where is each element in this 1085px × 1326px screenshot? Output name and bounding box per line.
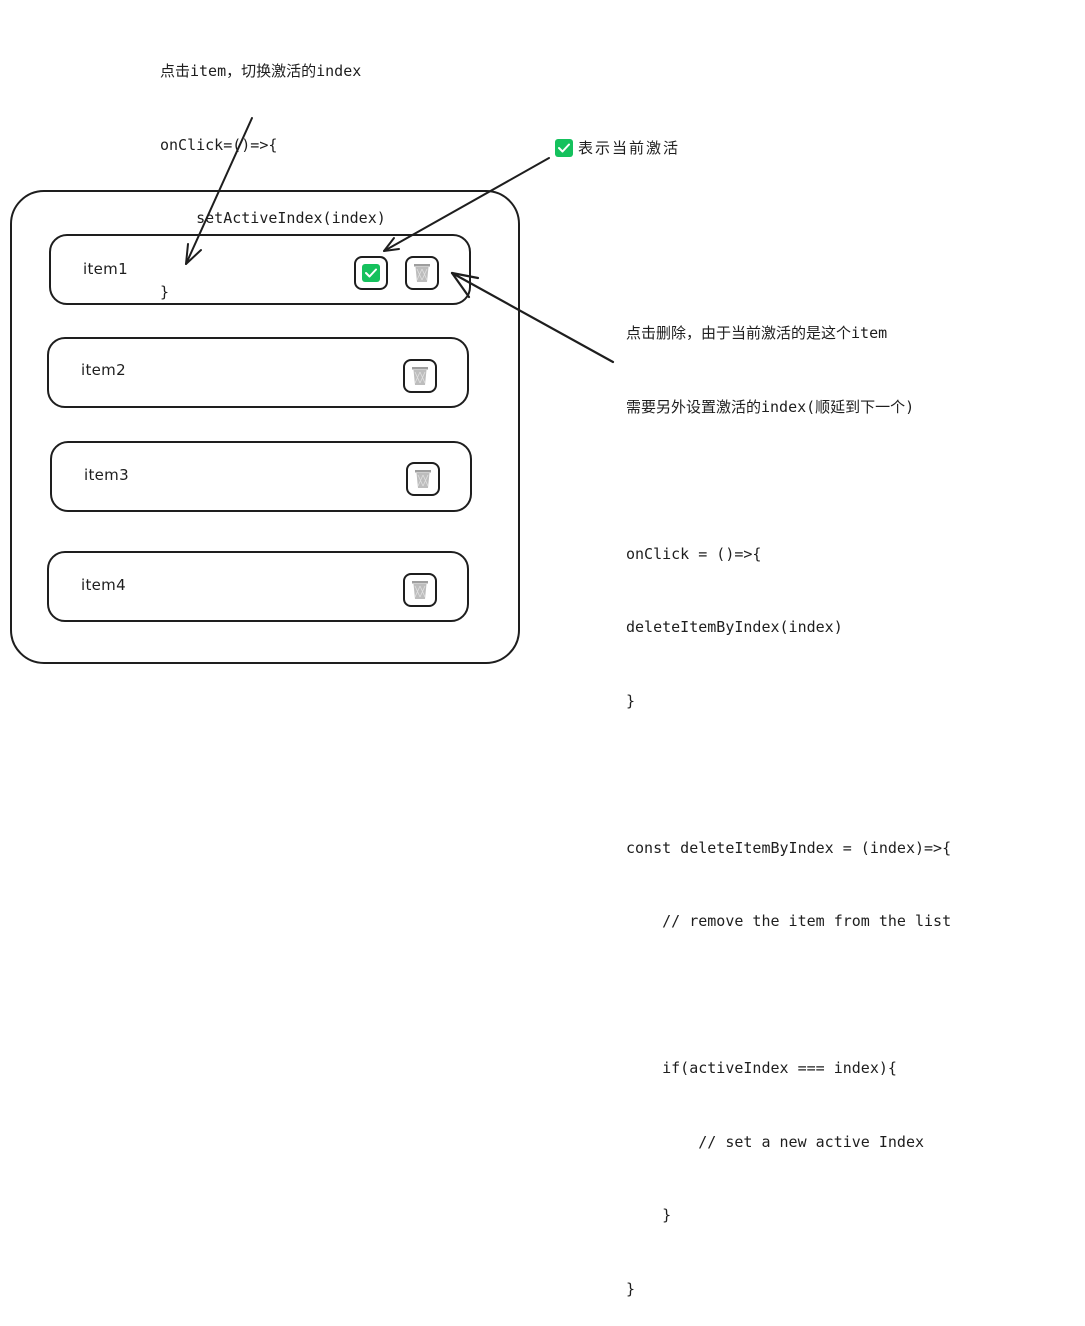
- delete-button[interactable]: [403, 359, 437, 393]
- trash-icon: [412, 367, 428, 385]
- list-item-label: item2: [81, 361, 126, 379]
- trash-icon: [412, 581, 428, 599]
- list-item[interactable]: item1: [49, 234, 471, 305]
- right-annotation-line: if(activeIndex === index){: [626, 1059, 897, 1077]
- list-item[interactable]: item2: [47, 337, 469, 408]
- active-indicator[interactable]: [354, 256, 388, 290]
- arrow-delete-button: [450, 271, 615, 364]
- trash-icon: [414, 264, 430, 282]
- right-annotation-line: deleteItemByIndex(index): [626, 618, 843, 636]
- delete-button[interactable]: [406, 462, 440, 496]
- right-annotation-line: // set a new active Index: [626, 1132, 925, 1151]
- top-annotation-line: 点击item，切换激活的index: [160, 62, 362, 80]
- trash-icon: [415, 470, 431, 488]
- legend-check-icon: [555, 139, 573, 157]
- right-annotation-line: [626, 983, 951, 1008]
- list-item[interactable]: item3: [50, 441, 472, 512]
- right-annotation-line: [626, 762, 951, 787]
- right-annotation-line: }: [626, 1206, 672, 1224]
- top-annotation-line: setActiveIndex(index): [160, 209, 386, 227]
- arrow-click-item: [185, 117, 253, 265]
- check-icon: [362, 264, 380, 282]
- list-item-label: item4: [81, 576, 126, 594]
- right-annotation-line: 点击删除，由于当前激活的是这个item: [626, 324, 888, 342]
- top-annotation: 点击item，切换激活的index onClick=()=>{ setActiv…: [160, 10, 386, 329]
- right-annotation-line: const deleteItemByIndex = (index)=>{: [626, 838, 952, 857]
- list-item-label: item1: [83, 260, 128, 278]
- legend-label: 表示当前激活: [578, 139, 681, 157]
- delete-button[interactable]: [405, 256, 439, 290]
- right-annotation-line: // remove the item from the list: [626, 912, 952, 930]
- right-annotation-line: }: [626, 691, 636, 710]
- list-item[interactable]: item4: [47, 551, 469, 622]
- list-item-label: item3: [84, 466, 129, 484]
- right-annotation-line: }: [626, 1279, 636, 1298]
- top-annotation-line: }: [160, 282, 170, 301]
- right-annotation-line: onClick = ()=>{: [626, 544, 762, 563]
- arrows-layer: [185, 117, 615, 364]
- top-annotation-line: onClick=()=>{: [160, 135, 278, 154]
- delete-button[interactable]: [403, 573, 437, 607]
- right-annotation-line: 需要另外设置激活的index(顺延到下一个): [626, 397, 915, 416]
- list-container: [10, 190, 520, 664]
- arrow-active-indicator: [383, 157, 550, 252]
